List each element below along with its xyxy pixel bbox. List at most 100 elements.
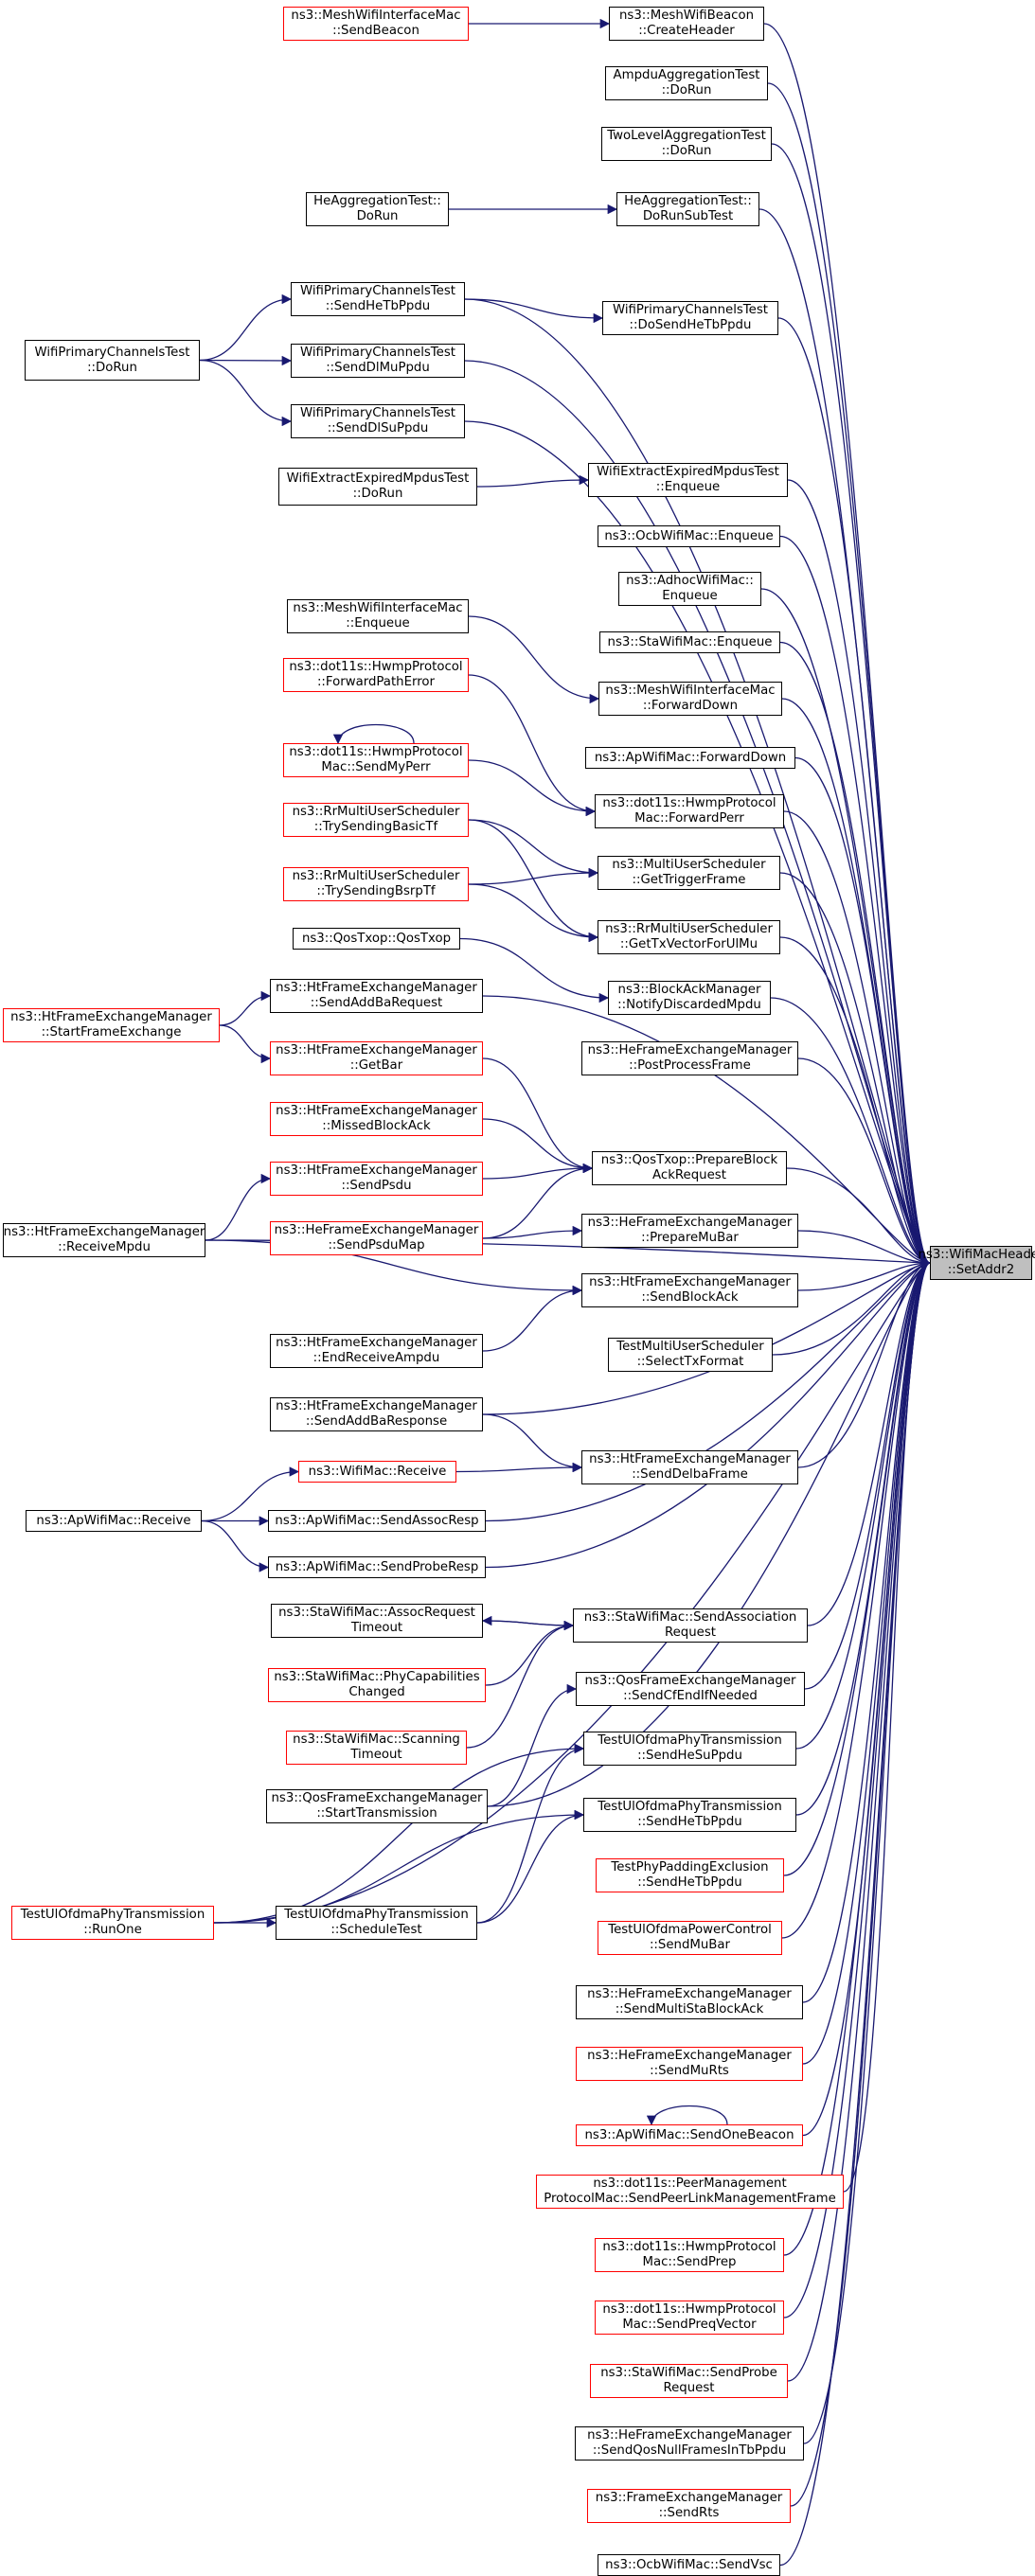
graph-node-tuopt-hetb[interactable]: TestUlOfdmaPhyTransmission ::SendHeTbPpd… — [583, 1798, 796, 1832]
graph-node-rr-bsrp[interactable]: ns3::RrMultiUserScheduler ::TrySendingBs… — [283, 867, 469, 901]
graph-node-rr-gtx[interactable]: ns3::RrMultiUserScheduler ::GetTxVectorF… — [598, 920, 780, 954]
edge-wpct-dlsu-to-root — [464, 420, 932, 1268]
edge-hefem-sqn-to-root — [803, 1258, 932, 2444]
graph-node-tuopt-hesu[interactable]: TestUlOfdmaPhyTransmission ::SendHeSuPpd… — [583, 1732, 796, 1766]
graph-node-sta-st[interactable]: ns3::StaWifiMac::Scanning Timeout — [286, 1731, 467, 1765]
graph-node-wpct-dohetb[interactable]: WifiPrimaryChannelsTest ::DoSendHeTbPpdu — [602, 301, 778, 335]
graph-node-weemt-enq[interactable]: WifiExtractExpiredMpdusTest ::Enqueue — [588, 463, 788, 497]
graph-node-heagg[interactable]: HeAggregationTest:: DoRun — [306, 192, 449, 226]
edge-htfem-sabr-to-root — [482, 1257, 932, 1415]
edge-rr-bsrp-to-rr-gtx — [468, 883, 599, 943]
graph-node-hefem-sqn[interactable]: ns3::HeFrameExchangeManager ::SendQosNul… — [575, 2426, 804, 2461]
edge-mus-gtf-to-root — [779, 872, 932, 1269]
graph-node-ocb-svsc[interactable]: ns3::OcbWifiMac::SendVsc — [598, 2554, 780, 2576]
graph-node-ap-spr[interactable]: ns3::ApWifiMac::SendProbeResp — [268, 1556, 486, 1578]
graph-node-htfem-gb[interactable]: ns3::HtFrameExchangeManager ::GetBar — [270, 1041, 483, 1075]
graph-node-wpct-dlmu[interactable]: WifiPrimaryChannelsTest ::SendDlMuPpdu — [291, 344, 465, 378]
graph-node-hwmp-fpe[interactable]: ns3::dot11s::HwmpProtocol ::ForwardPathE… — [283, 658, 469, 692]
edge-fem-srts-to-root — [790, 1258, 932, 2507]
graph-node-hwmp-smp[interactable]: ns3::dot11s::HwmpProtocol Mac::SendMyPer… — [283, 743, 469, 777]
graph-node-ap-sob[interactable]: ns3::ApWifiMac::SendOneBeacon — [576, 2124, 803, 2146]
graph-node-sta-spreq[interactable]: ns3::StaWifiMac::SendProbe Request — [590, 2364, 788, 2398]
graph-node-qosfem-scen[interactable]: ns3::QosFrameExchangeManager ::SendCfEnd… — [576, 1672, 805, 1706]
graph-node-hefem-spm[interactable]: ns3::HeFrameExchangeManager ::SendPsduMa… — [270, 1221, 483, 1255]
edge-twolevel-to-root — [771, 143, 932, 1268]
graph-node-sta-art[interactable]: ns3::StaWifiMac::AssocRequest Timeout — [271, 1604, 483, 1638]
edge-ap-sar-to-root — [485, 1257, 932, 1522]
graph-node-weemt-run[interactable]: WifiExtractExpiredMpdusTest ::DoRun — [278, 468, 477, 506]
graph-node-mus-gtf[interactable]: ns3::MultiUserScheduler ::GetTriggerFram… — [598, 856, 780, 890]
edge-hefem-smsba-to-root — [802, 1257, 932, 2003]
graph-node-wpct-run[interactable]: WifiPrimaryChannelsTest ::DoRun — [25, 340, 200, 381]
edge-weemt-enq-to-root — [787, 479, 932, 1269]
graph-node-mwim-fd[interactable]: ns3::MeshWifiInterfaceMac ::ForwardDown — [598, 682, 782, 716]
graph-node-htfem-era[interactable]: ns3::HtFrameExchangeManager ::EndReceive… — [270, 1334, 483, 1368]
graph-node-qos-pbar[interactable]: ns3::QosTxop::PrepareBlock AckRequest — [592, 1151, 787, 1185]
graph-node-root[interactable]: ns3::WifiMacHeader ::SetAddr2 — [918, 1246, 1035, 1280]
edge-htfem-mba-to-qos-pbar — [482, 1118, 594, 1174]
graph-node-sta-pcc[interactable]: ns3::StaWifiMac::PhyCapabilities Changed — [268, 1668, 486, 1702]
edge-ap-sob-to-ap-sob — [646, 2105, 728, 2126]
edge-qosfem-st-to-root — [487, 1257, 932, 1807]
graph-node-peer-splm[interactable]: ns3::dot11s::PeerManagement ProtocolMac:… — [536, 2175, 844, 2209]
graph-node-tuopt-run[interactable]: TestUlOfdmaPhyTransmission ::RunOne — [11, 1906, 214, 1940]
graph-node-hwmp-fp[interactable]: ns3::dot11s::HwmpProtocol Mac::ForwardPe… — [595, 794, 784, 828]
graph-node-wpct-hetb[interactable]: WifiPrimaryChannelsTest ::SendHeTbPpdu — [291, 282, 465, 316]
graph-node-fem-srts[interactable]: ns3::FrameExchangeManager ::SendRts — [587, 2489, 791, 2523]
graph-node-hefem-pmb[interactable]: ns3::HeFrameExchangeManager ::PrepareMuB… — [581, 1214, 798, 1248]
graph-node-mwb-ch[interactable]: ns3::MeshWifiBeacon ::CreateHeader — [609, 7, 764, 41]
graph-node-htfem-mba[interactable]: ns3::HtFrameExchangeManager ::MissedBloc… — [270, 1102, 483, 1136]
graph-node-htfem-sp[interactable]: ns3::HtFrameExchangeManager ::SendPsdu — [270, 1162, 483, 1196]
edge-rr-gtx-to-root — [779, 936, 932, 1269]
edge-hefem-smr-to-root — [802, 1257, 932, 2065]
graph-node-heagg-sub[interactable]: HeAggregationTest:: DoRunSubTest — [616, 192, 759, 226]
graph-node-htfem-sfe[interactable]: ns3::HtFrameExchangeManager ::StartFrame… — [3, 1008, 220, 1042]
graph-node-ampdu[interactable]: AmpduAggregationTest ::DoRun — [605, 66, 768, 100]
graph-node-hwmp-spreq[interactable]: ns3::dot11s::HwmpProtocol Mac::SendPreqV… — [595, 2301, 784, 2335]
graph-node-htfem-sba[interactable]: ns3::HtFrameExchangeManager ::SendBlockA… — [581, 1273, 798, 1307]
graph-node-rr-btf[interactable]: ns3::RrMultiUserScheduler ::TrySendingBa… — [283, 803, 469, 837]
graph-node-htfem-sabr[interactable]: ns3::HtFrameExchangeManager ::SendAddBaR… — [270, 1397, 483, 1431]
edge-htfem-sfe-to-htfem-gb — [219, 1024, 272, 1064]
graph-node-hefem-smsba[interactable]: ns3::HeFrameExchangeManager ::SendMultiS… — [576, 1985, 803, 2019]
edge-sta-pcc-to-sta-sar — [485, 1620, 575, 1686]
edge-hefem-spm-to-hefem-pmb — [482, 1225, 583, 1239]
graph-node-tmus-stf[interactable]: TestMultiUserScheduler ::SelectTxFormat — [608, 1338, 773, 1372]
graph-node-hefem-smr[interactable]: ns3::HeFrameExchangeManager ::SendMuRts — [576, 2047, 803, 2081]
graph-node-ap-fd[interactable]: ns3::ApWifiMac::ForwardDown — [585, 747, 795, 769]
graph-node-ocb-enq[interactable]: ns3::OcbWifiMac::Enqueue — [598, 525, 780, 547]
graph-node-qos-txop[interactable]: ns3::QosTxop::QosTxop — [293, 928, 460, 950]
edge-tuopt-run-to-tuopt-hesu — [213, 1743, 585, 1924]
graph-node-bam-ndm[interactable]: ns3::BlockAckManager ::NotifyDiscardedMp… — [608, 981, 771, 1015]
graph-node-ap-sar[interactable]: ns3::ApWifiMac::SendAssocResp — [268, 1510, 486, 1532]
graph-node-sta-sar[interactable]: ns3::StaWifiMac::SendAssociation Request — [573, 1608, 808, 1643]
graph-node-htfem-sdf[interactable]: ns3::HtFrameExchangeManager ::SendDelbaF… — [581, 1450, 798, 1484]
graph-node-tppe-hetb[interactable]: TestPhyPaddingExclusion ::SendHeTbPpdu — [596, 1858, 784, 1892]
graph-node-twolevel[interactable]: TwoLevelAggregationTest ::DoRun — [601, 127, 772, 161]
graph-node-wpct-dlsu[interactable]: WifiPrimaryChannelsTest ::SendDlSuPpdu — [291, 404, 465, 438]
edge-qosfem-scen-to-root — [804, 1257, 932, 1690]
edge-wpct-run-to-wpct-dlmu — [199, 355, 293, 366]
edge-ap-fd-to-root — [794, 756, 932, 1269]
graph-node-qosfem-st[interactable]: ns3::QosFrameExchangeManager ::StartTran… — [266, 1789, 488, 1823]
graph-node-tuopt-sch[interactable]: TestUlOfdmaPhyTransmission ::ScheduleTes… — [276, 1906, 477, 1940]
graph-node-mwim-sb[interactable]: ns3::MeshWifiInterfaceMac ::SendBeacon — [283, 7, 469, 41]
edge-ocb-svsc-to-root — [779, 1258, 932, 2567]
graph-node-hefem-ppf[interactable]: ns3::HeFrameExchangeManager ::PostProces… — [581, 1041, 798, 1075]
graph-node-tuopc-smb[interactable]: TestUlOfdmaPowerControl ::SendMuBar — [598, 1921, 782, 1955]
graph-node-wifimac-rx[interactable]: ns3::WifiMac::Receive — [298, 1461, 456, 1483]
graph-node-ap-rx[interactable]: ns3::ApWifiMac::Receive — [26, 1510, 202, 1532]
edge-ocb-enq-to-root — [779, 535, 932, 1269]
graph-node-mwim-enq[interactable]: ns3::MeshWifiInterfaceMac ::Enqueue — [287, 599, 469, 633]
graph-node-htfem-rm[interactable]: ns3::HtFrameExchangeManager ::ReceiveMpd… — [3, 1223, 205, 1257]
edge-tuopt-hesu-to-root — [795, 1257, 932, 1750]
graph-node-htfem-saba[interactable]: ns3::HtFrameExchangeManager ::SendAddBaR… — [270, 979, 483, 1013]
edge-htfem-era-to-htfem-sba — [482, 1285, 583, 1352]
edge-wpct-hetb-to-wpct-dohetb — [464, 298, 604, 324]
graph-node-hwmp-sprep[interactable]: ns3::dot11s::HwmpProtocol Mac::SendPrep — [595, 2238, 784, 2272]
graph-node-adhoc-enq[interactable]: ns3::AdhocWifiMac:: Enqueue — [618, 572, 761, 606]
edge-tuopt-sch-to-tuopt-hesu — [476, 1743, 585, 1924]
graph-node-sta-enq[interactable]: ns3::StaWifiMac::Enqueue — [599, 631, 780, 653]
